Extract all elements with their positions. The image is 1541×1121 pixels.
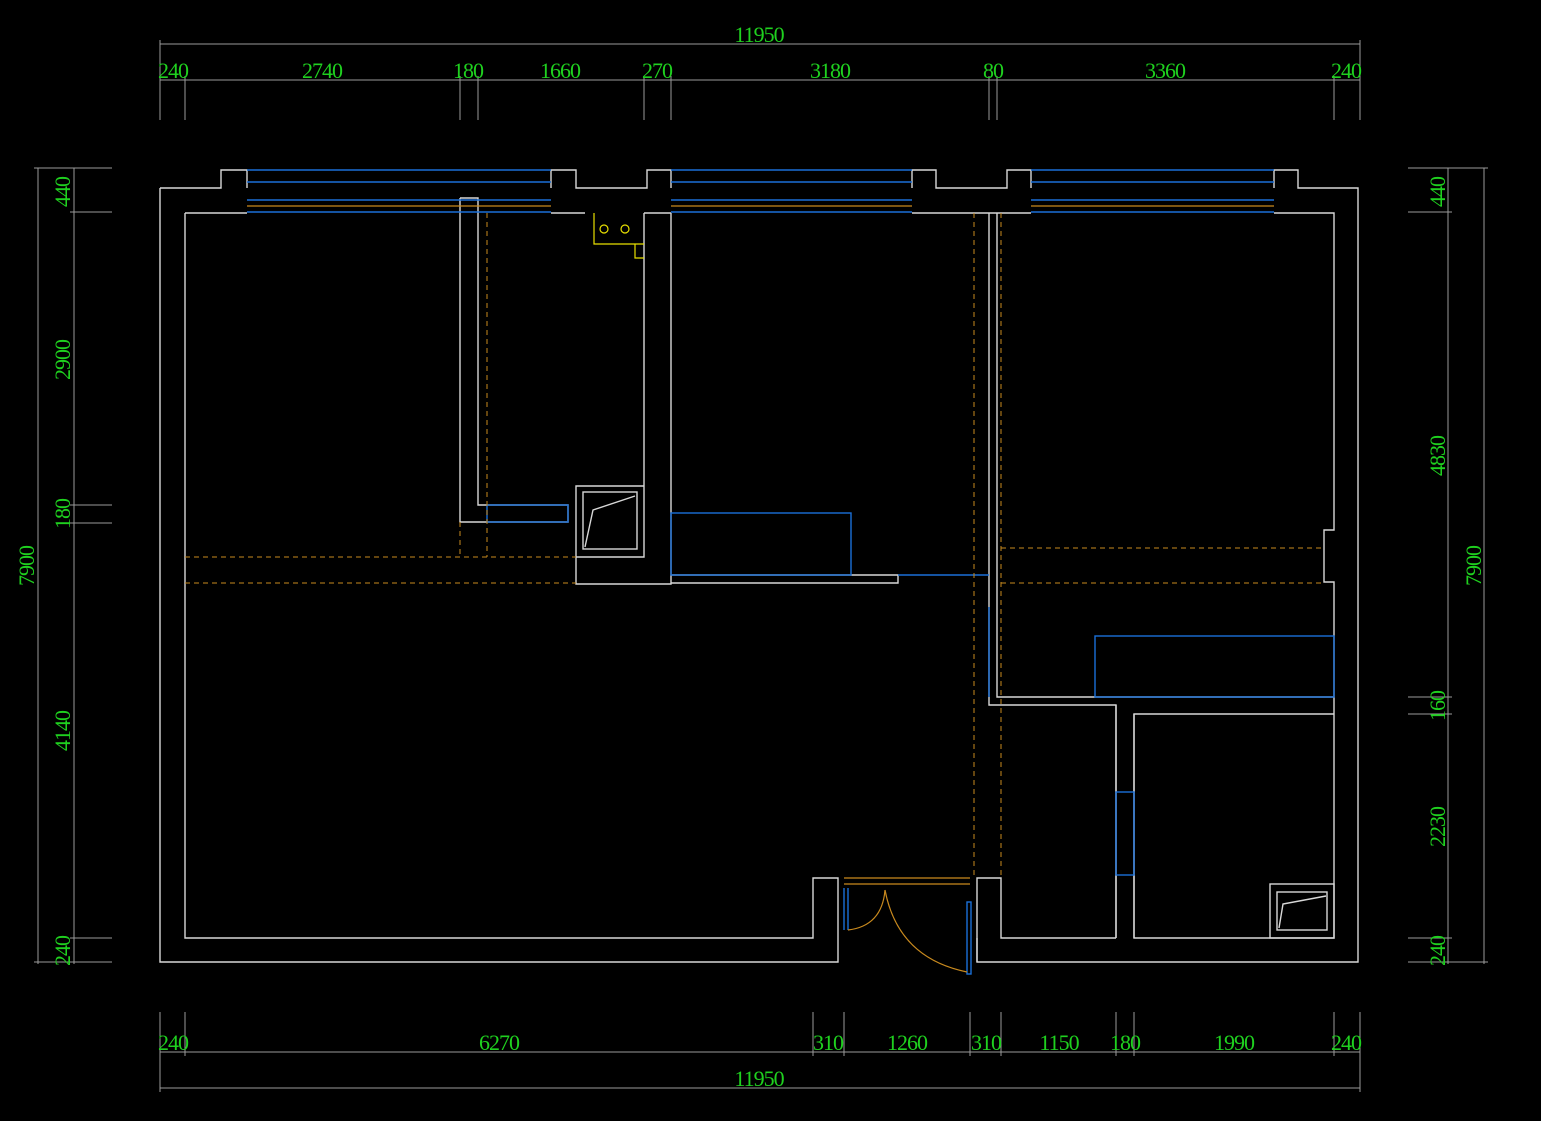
kitchen-partition [459,197,569,523]
top-dim-7: 80 [983,58,1004,83]
bottom-dim-4: 1260 [887,1030,928,1055]
kitchen-wall [575,213,672,585]
bottom-dimensions: 240 6270 310 1260 310 1150 180 1990 240 … [158,1030,1363,1091]
bottom-dim-6: 1150 [1039,1030,1079,1055]
top-dim-2: 2740 [302,58,343,83]
bottom-dim-1: 240 [158,1030,189,1055]
outer-wall [159,169,1359,963]
cabinet-right [1094,635,1335,698]
right-dim-3: 160 [1425,690,1450,721]
right-dim-2: 4830 [1425,435,1450,476]
bottom-dim-8: 1990 [1214,1030,1255,1055]
bath-door-frame [1115,791,1135,876]
left-dim-3: 180 [50,498,75,529]
top-dim-3: 180 [453,58,484,83]
bottom-dim-3: 310 [813,1030,844,1055]
stove-icon [593,213,644,259]
right-dimensions: 7900 440 4830 160 2230 240 [1425,176,1486,966]
middle-room-wall [671,574,899,584]
bottom-dim-2: 6270 [479,1030,520,1055]
hidden-lines [185,213,1324,878]
kitchen-counter [486,504,569,523]
duct-shaft-kitchen [582,491,638,550]
top-dim-9: 240 [1331,58,1362,83]
top-dim-6: 3180 [810,58,851,83]
duct-shaft-bath [1269,883,1335,939]
fixtures [486,504,1335,975]
window-right [1031,169,1274,213]
bottom-total-dim: 11950 [734,1066,784,1091]
center-wall [988,213,1334,938]
top-dim-1: 240 [158,58,189,83]
right-dim-1: 440 [1425,176,1450,207]
left-total-dim: 7900 [14,545,39,586]
entry-door-leaf [966,901,972,975]
left-dim-1: 440 [50,176,75,207]
top-dim-8: 3360 [1145,58,1186,83]
bottom-dim-9: 240 [1331,1030,1362,1055]
entry-door [844,877,970,973]
left-dimensions: 7900 440 2900 180 4140 240 [14,176,75,966]
top-dimensions: 11950 240 2740 180 1660 270 3180 80 3360… [158,22,1363,83]
right-total-dim: 7900 [1461,545,1486,586]
right-dim-4: 2230 [1425,806,1450,847]
top-dim-4: 1660 [540,58,581,83]
inner-wall [184,212,1335,962]
top-total-dim: 11950 [734,22,784,47]
left-dim-5: 240 [50,935,75,966]
windows [247,169,1274,213]
bottom-dim-7: 180 [1110,1030,1141,1055]
window-middle [671,169,912,213]
top-dim-5: 270 [642,58,673,83]
left-dim-4: 4140 [50,710,75,751]
bottom-dim-5: 310 [971,1030,1002,1055]
window-left [247,169,551,213]
right-dim-5: 240 [1425,935,1450,966]
left-dim-2: 2900 [50,339,75,380]
cabinet-middle [670,512,852,576]
bath-wall [1115,705,1135,938]
dimension-lines [34,40,1488,1092]
walls [159,169,1359,963]
